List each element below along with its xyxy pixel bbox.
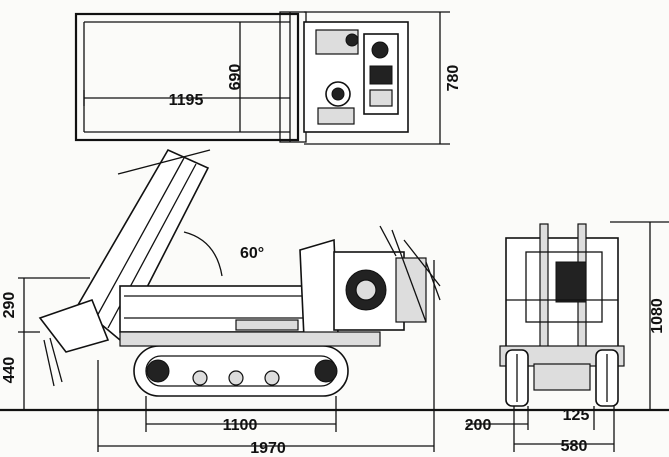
angle-arc (183, 231, 223, 277)
dim-200: 200 (465, 417, 492, 434)
dim-1080: 1080 (649, 298, 666, 334)
side-view (0, 148, 669, 452)
dim-1195: 1195 (169, 92, 204, 109)
dim-angle: 60° (240, 245, 264, 262)
dim-580: 580 (561, 438, 588, 455)
dim-1970: 1970 (250, 440, 286, 457)
dim-690: 690 (227, 64, 244, 91)
top-view-bed (74, 12, 300, 142)
dim-290: 290 (1, 292, 18, 319)
top-view (74, 11, 450, 145)
dim-780: 780 (445, 65, 462, 92)
dim-440: 440 (1, 357, 18, 384)
dim-125: 125 (563, 407, 590, 424)
dim-1100: 1100 (223, 417, 258, 434)
front-view (466, 221, 669, 452)
